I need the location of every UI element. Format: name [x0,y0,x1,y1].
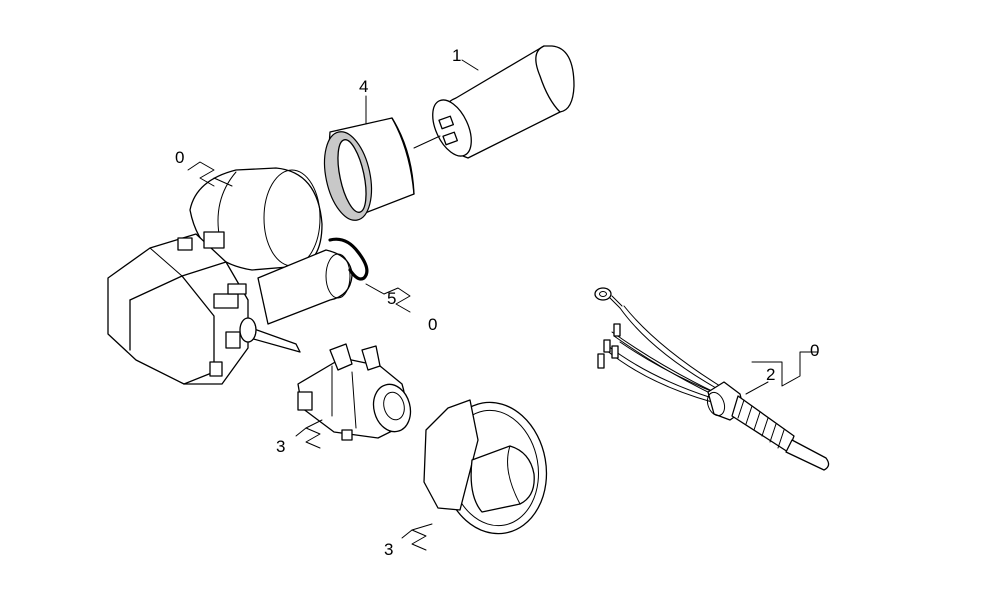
callout-plug: 3 [276,437,285,456]
callout-cable-group: 0 [810,341,819,360]
callout-seal: 5 [387,289,396,308]
cable-harness-part[interactable] [594,287,830,471]
plug-part[interactable] [295,343,416,449]
cap-part[interactable] [401,394,557,551]
callout-ring: 4 [359,77,368,96]
motor-assembly[interactable] [107,161,353,385]
capacitor-part[interactable] [413,45,575,162]
callout-capacitor: 1 [452,46,461,65]
callout-motor-group: 0 [175,148,184,167]
callout-cable: 2 [766,365,775,384]
callout-seal-group: 0 [428,315,437,334]
seal-part[interactable] [328,237,411,313]
ring-part[interactable] [317,95,415,225]
callout-cap: 3 [384,540,393,559]
